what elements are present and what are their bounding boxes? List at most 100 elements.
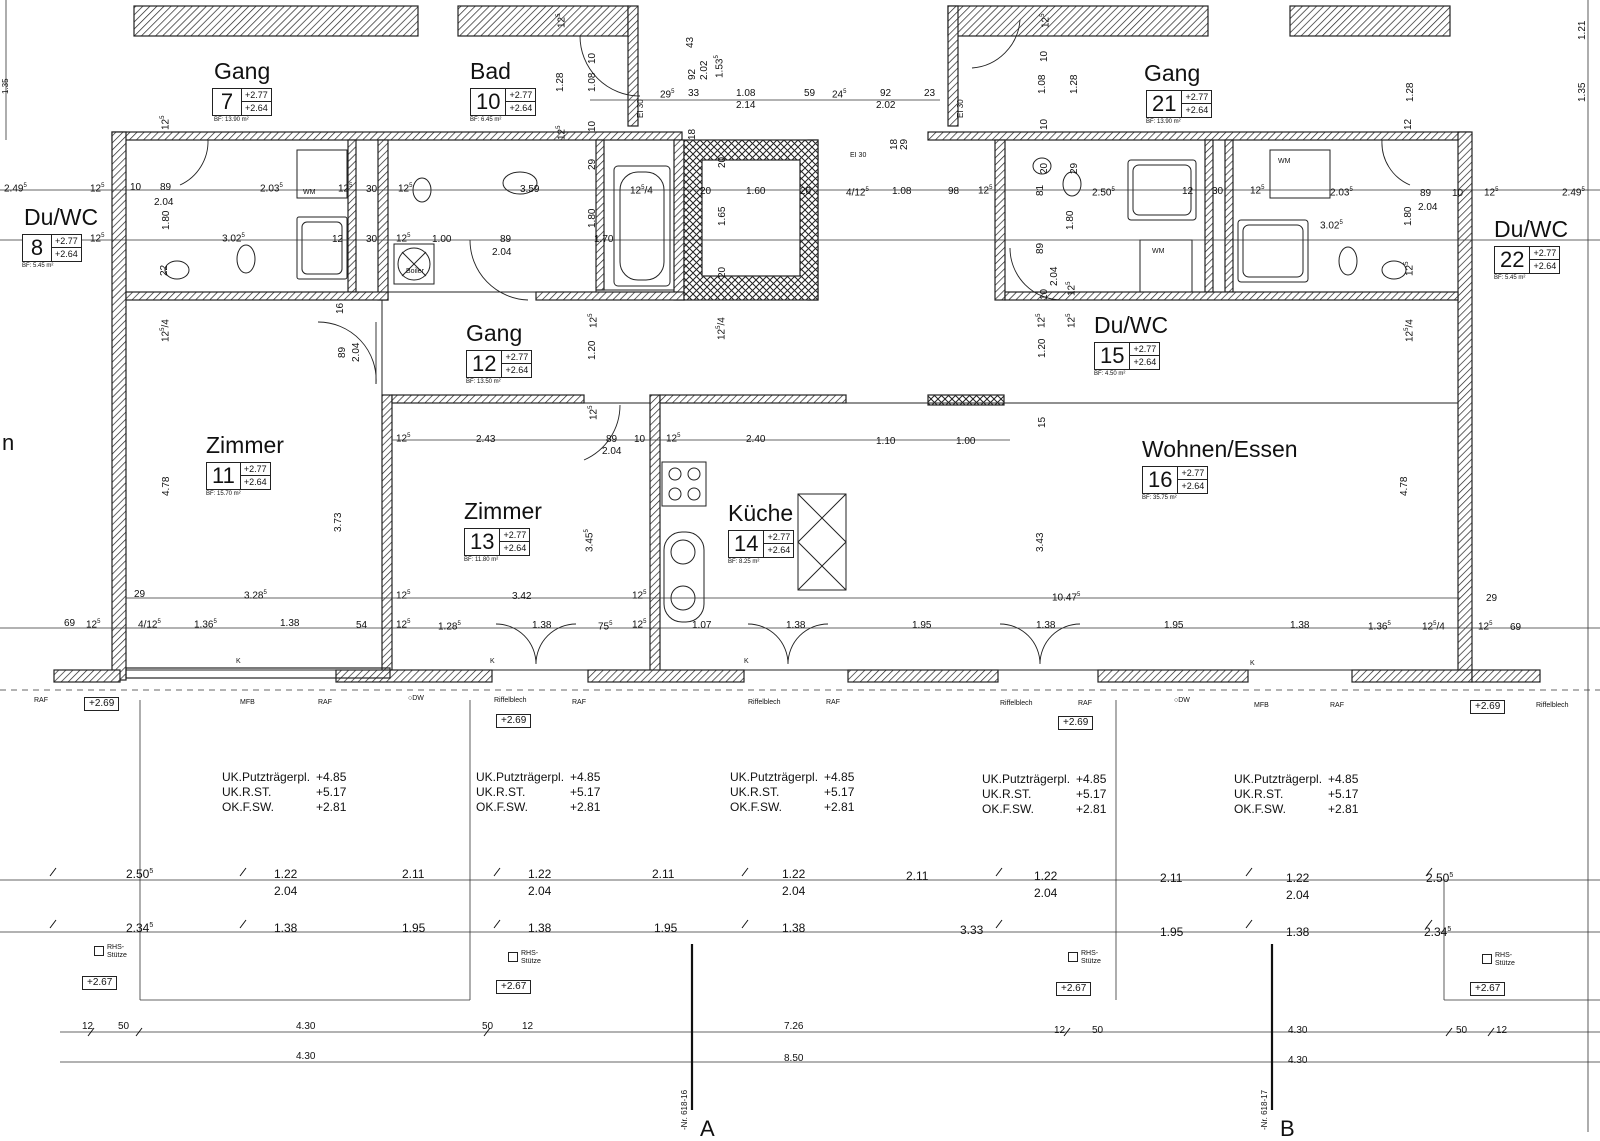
dim: 1.28 — [1405, 82, 1416, 102]
room-tag: 11 +2.77+2.64 — [206, 462, 271, 490]
room-tag: 22 +2.77+2.64 — [1494, 246, 1561, 274]
room-tag: 8 +2.77+2.64 — [22, 234, 82, 262]
dim: 2.04 — [782, 884, 806, 898]
mfb-label: MFB — [240, 699, 255, 706]
dim: 3.28 — [244, 590, 264, 602]
dim-sup: 5 — [1349, 187, 1353, 193]
dim-sup: 5 — [409, 183, 413, 189]
section-reference: -Nr. 618-16 — [680, 1089, 689, 1130]
column-marker: RHS-Stütze — [508, 950, 541, 966]
dim: 18 — [687, 128, 698, 140]
level-box: +2.67 — [1470, 982, 1506, 996]
mfb-label: MFB — [1254, 702, 1269, 709]
dw-label: ○DW — [1174, 697, 1190, 704]
dim: 3.42 — [512, 591, 532, 602]
dim-sup: 5 — [1111, 187, 1115, 193]
ann-key: UK.R.ST. — [476, 785, 526, 799]
dim-sup: 5 — [149, 922, 154, 929]
room-tag: 12 +2.77+2.64 — [466, 350, 533, 378]
dim: 2.04 — [351, 342, 362, 362]
ann-key: UK.R.ST. — [222, 785, 272, 799]
dim-sup: 5 — [97, 619, 101, 625]
dim: 12 — [588, 316, 600, 328]
dim-sup: 5 — [1077, 592, 1081, 598]
cut-off-letter: n — [2, 430, 15, 455]
dim-sup: 5 — [588, 313, 594, 317]
room-number: 7 — [213, 89, 242, 115]
dim-sup: 5 — [1339, 220, 1343, 226]
dim: 1.38 — [528, 921, 552, 935]
dim: 1.38 — [1290, 620, 1310, 631]
dim: 1.08 — [587, 72, 598, 92]
ann-val: +5.17 — [824, 785, 855, 799]
dim: 20 — [717, 156, 728, 168]
room-area: BF: 8.25 m² — [728, 559, 760, 565]
dim: 12 — [666, 433, 678, 445]
dim: 2.43 — [476, 434, 496, 445]
room-name: Du/WC — [1094, 312, 1169, 338]
dim: 18 — [889, 138, 900, 150]
dim-sup: 5 — [714, 55, 720, 59]
dim-sup: 5 — [23, 183, 27, 189]
dim-sup: 5 — [556, 13, 562, 17]
level-upper: +2.77 — [1530, 247, 1560, 260]
dim: 4.78 — [161, 476, 172, 496]
dim-sup: 5 — [1066, 281, 1072, 285]
dw-text: DW — [412, 695, 424, 702]
rhs-line1: RHS- — [521, 950, 539, 957]
dim: 29 — [899, 138, 910, 150]
room-number: 10 — [471, 89, 507, 115]
dim: 2.50 — [1092, 187, 1112, 199]
dim-sup: 5 — [556, 125, 562, 129]
level-upper: +2.77 — [764, 531, 794, 544]
dim: 29 — [587, 158, 598, 170]
dim-sup: 5 — [609, 621, 613, 627]
level-lower: +2.64 — [505, 365, 529, 375]
room-number: 11 — [207, 463, 241, 489]
dim: 12 — [978, 185, 990, 197]
rhs-line1: RHS- — [1495, 952, 1513, 959]
dim: 2.11 — [402, 867, 425, 881]
dim: 1.80 — [1403, 206, 1414, 226]
dim: 1.53 — [714, 58, 726, 78]
dim-sup: 5 — [101, 233, 105, 239]
dim-sup: 5 — [1581, 187, 1585, 193]
dim: 12 — [82, 1021, 94, 1032]
dim: 89 — [500, 234, 512, 245]
dim: 29 — [660, 89, 672, 101]
ceiling-annotation: UK.Putzträgerpl.+4.85 UK.R.ST.+5.17 OK.F… — [222, 770, 346, 815]
riffelblech-label: Riffelblech — [1536, 702, 1569, 709]
dim: 16 — [335, 302, 346, 314]
room-number: 12 — [467, 351, 503, 377]
raf-label: RAF — [318, 699, 332, 706]
ann-val: +2.81 — [570, 800, 601, 814]
dim-sup: 5 — [989, 185, 993, 191]
room-area: BF: 6.45 m² — [470, 117, 502, 123]
dim: 12 — [632, 619, 644, 631]
dim: 12 — [396, 433, 408, 445]
dim-sup: 5 — [641, 185, 645, 191]
dim: 43 — [685, 36, 696, 48]
room-name: Küche — [728, 500, 794, 526]
dim-sup: 5 — [407, 590, 411, 596]
dim: 1.38 — [532, 620, 552, 631]
dim: 2.11 — [652, 867, 675, 881]
dim: 1.08 — [1037, 74, 1048, 94]
dim-sup: 5 — [643, 619, 647, 625]
dim: /4 — [716, 317, 728, 326]
dim: 2.50 — [126, 867, 150, 881]
dim: 2.04 — [274, 884, 298, 898]
room-name: Bad — [470, 58, 511, 84]
ann-val: +2.81 — [824, 800, 855, 814]
ceiling-annotation: UK.Putzträgerpl.+4.85 UK.R.ST.+5.17 OK.F… — [1234, 772, 1358, 817]
room-number: 14 — [729, 531, 765, 557]
level-upper: +2.77 — [240, 463, 270, 476]
dim: 2.04 — [1034, 886, 1058, 900]
level-upper: +2.77 — [506, 89, 536, 102]
dim: 10 — [587, 120, 598, 132]
room-tag: 10 +2.77+2.64 — [470, 88, 537, 116]
ann-key: OK.F.SW. — [222, 800, 275, 814]
dim: 12 — [556, 128, 568, 140]
